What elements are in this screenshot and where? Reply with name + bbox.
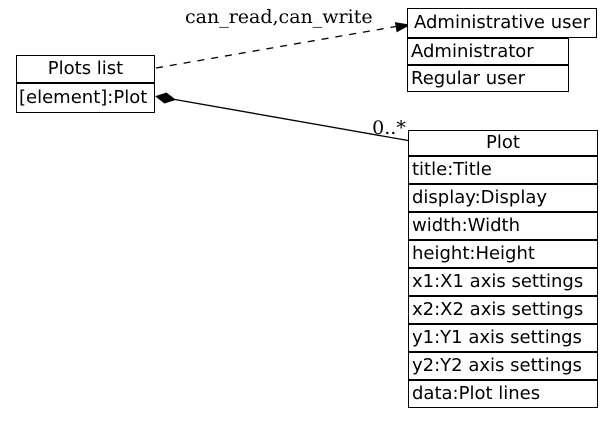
access-edge-line bbox=[155, 25, 397, 69]
node-administrative-user: Administrative user Administrator Regula… bbox=[407, 8, 597, 92]
plot-attribute-data: data:Plot lines bbox=[408, 380, 598, 408]
plot-attribute-display: display:Display bbox=[408, 184, 598, 212]
plot-attribute-y1: y1:Y1 axis settings bbox=[408, 324, 598, 352]
plot-attribute-height: height:Height bbox=[408, 240, 598, 268]
admin-user-attribute-administrator: Administrator bbox=[407, 38, 569, 65]
composition-diamond-icon bbox=[155, 92, 176, 104]
edge-label-multiplicity: 0..* bbox=[372, 117, 406, 139]
plot-attribute-x2: x2:X2 axis settings bbox=[408, 296, 598, 324]
edge-label-access: can_read,can_write bbox=[185, 6, 373, 28]
node-plot: Plot title:Title display:Display width:W… bbox=[408, 130, 598, 408]
plots-list-attribute-element: [element]:Plot bbox=[16, 83, 155, 113]
node-plots-list: Plots list [element]:Plot bbox=[16, 55, 155, 113]
admin-user-title: Administrative user bbox=[407, 8, 597, 38]
admin-user-attribute-regular-user: Regular user bbox=[407, 65, 569, 92]
plot-title: Plot bbox=[408, 130, 598, 156]
plot-attribute-y2: y2:Y2 axis settings bbox=[408, 352, 598, 380]
plot-attribute-title: title:Title bbox=[408, 156, 598, 184]
plots-list-title: Plots list bbox=[16, 55, 155, 83]
plot-attribute-width: width:Width bbox=[408, 212, 598, 240]
plot-attribute-x1: x1:X1 axis settings bbox=[408, 268, 598, 296]
